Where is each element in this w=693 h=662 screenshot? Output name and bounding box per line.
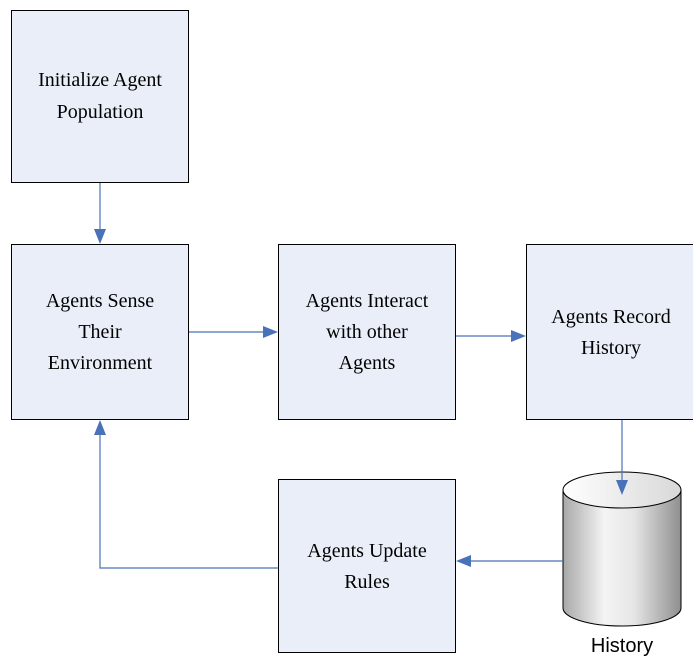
arrowhead — [94, 420, 106, 435]
edge-interact-to-record — [456, 330, 526, 342]
node-box — [278, 479, 456, 653]
history-datastore[interactable]: History — [562, 471, 682, 657]
node-label-line: Their — [78, 321, 122, 343]
node-label-line: with other — [326, 321, 408, 343]
node-label-line: Environment — [48, 352, 153, 374]
arrowhead — [263, 326, 278, 338]
node-box — [11, 244, 189, 420]
edge-sense-to-interact — [189, 326, 278, 338]
node-label-line: Agents — [339, 352, 396, 374]
node-box — [526, 244, 693, 420]
node-agents-record-history[interactable]: Agents Record History — [526, 244, 693, 420]
datastore-label: History — [591, 635, 653, 657]
node-agents-update-rules[interactable]: Agents Update Rules — [278, 479, 456, 653]
arrowhead — [94, 229, 106, 244]
edge-update-to-sense — [94, 420, 278, 569]
edge-datastore-to-update — [456, 555, 563, 567]
node-initialize-agent-population[interactable]: Initialize Agent Population — [11, 10, 189, 183]
node-label-line: Rules — [344, 571, 390, 593]
node-box — [278, 244, 456, 420]
node-label-line: Agents Record — [551, 306, 670, 328]
node-label-line: History — [581, 337, 641, 359]
node-label-line: Population — [57, 101, 144, 123]
edge-record-to-datastore — [616, 420, 628, 495]
database-cylinder-icon — [562, 471, 682, 627]
node-agents-interact[interactable]: Agents Interact with other Agents — [278, 244, 456, 420]
arrowhead — [511, 330, 526, 342]
node-label-line: Agents Sense — [46, 290, 154, 312]
edge-init-to-sense — [94, 183, 106, 244]
node-label-line: Agents Update — [307, 540, 427, 562]
node-box — [11, 10, 189, 183]
arrowhead — [616, 480, 628, 495]
node-label-line: Initialize Agent — [38, 69, 162, 91]
node-label-line: Agents Interact — [306, 290, 429, 312]
arrowhead — [456, 555, 471, 567]
node-agents-sense-environment[interactable]: Agents Sense Their Environment — [11, 244, 189, 420]
